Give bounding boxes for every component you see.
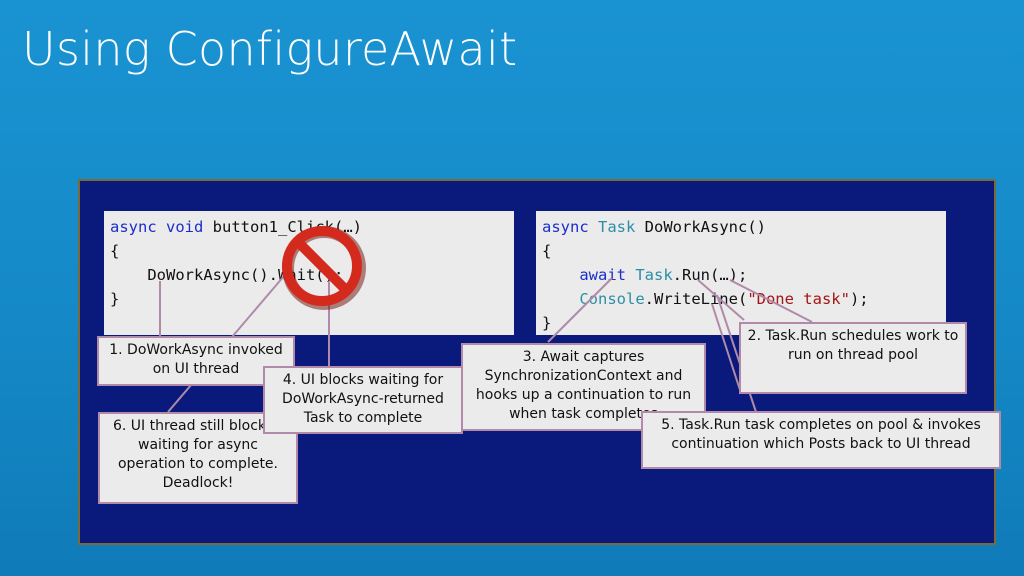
keyword-void: void [166, 218, 204, 236]
connector-note5-a [711, 303, 741, 391]
keyword-await: await [579, 266, 626, 284]
type-task: Task [598, 218, 636, 236]
writeline-end: ); [849, 290, 869, 308]
code-line-close-brace: } [110, 290, 120, 308]
connector-note2-b [729, 279, 813, 323]
keyword-async: async [110, 218, 157, 236]
keyword-async: async [542, 218, 589, 236]
code-line-close-brace: } [542, 314, 552, 332]
note-4-ui-blocks: 4. UI blocks waiting for DoWorkAsync-ret… [263, 366, 463, 434]
code-line-await: await Task.Run(…); [542, 263, 940, 287]
note-5-continuation-posts: 5. Task.Run task completes on pool & inv… [641, 411, 1001, 469]
writeline-call: .WriteLine( [644, 290, 748, 308]
method-signature: DoWorkAsync() [635, 218, 766, 236]
connector-note3 [547, 277, 613, 343]
type-task-run: Task [635, 266, 673, 284]
note-1-dowork-invoked: 1. DoWorkAsync invoked on UI thread [97, 336, 295, 386]
run-call: .Run(…); [672, 266, 748, 284]
code-line-signature: async Task DoWorkAsync() [542, 215, 940, 239]
code-line-open-brace: { [542, 242, 552, 260]
note-2-task-run-schedules: 2. Task.Run schedules work to run on thr… [739, 322, 967, 394]
code-block-do-work-async: async Task DoWorkAsync(){ await Task.Run… [536, 211, 946, 335]
slide-title: Using ConfigureAwait [22, 22, 518, 76]
code-line-open-brace: { [110, 242, 120, 260]
connector-note2-a [697, 279, 745, 321]
